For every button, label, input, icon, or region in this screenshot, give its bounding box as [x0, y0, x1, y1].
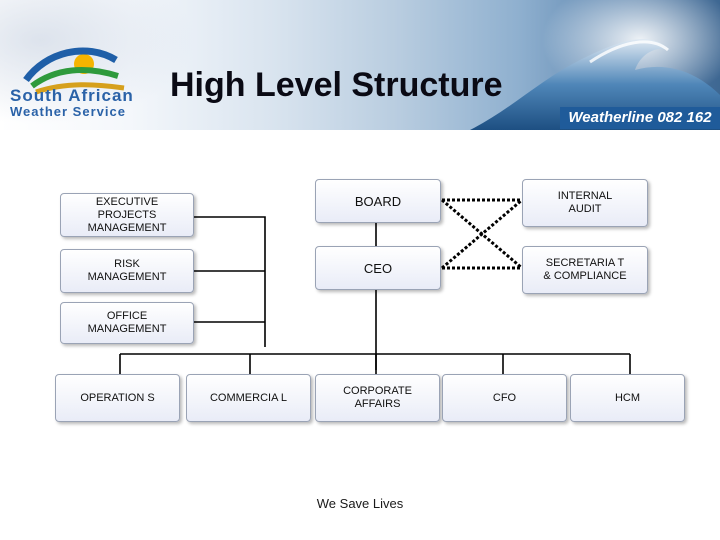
ceo-box: CEO	[315, 246, 441, 290]
slide-title: High Level Structure	[170, 66, 503, 104]
header-banner: South African Weather Service High Level…	[0, 0, 720, 130]
division-corporate-affairs-label: CORPORATE AFFAIRS	[343, 385, 412, 410]
division-hcm-box: HCM	[570, 374, 685, 422]
division-operations-box: OPERATION S	[55, 374, 180, 422]
division-cfo-label: CFO	[492, 391, 517, 404]
office-management-label: OFFICE MANAGEMENT	[87, 310, 167, 335]
division-commercial-label: COMMERCIA L	[209, 391, 287, 404]
logo-text-line2: Weather Service	[10, 104, 126, 119]
executive-projects-label: EXECUTIVE PROJECTS MANAGEMENT	[87, 195, 167, 234]
secretariat-box: SECRETARIA T & COMPLIANCE	[522, 246, 648, 294]
division-cfo-box: CFO	[442, 374, 567, 422]
weatherline-banner: Weatherline 082 162	[560, 107, 720, 129]
risk-management-box: RISK MANAGEMENT	[60, 249, 194, 293]
connector-executive	[194, 216, 266, 347]
dotted-reporting-lines	[441, 198, 523, 270]
footer-slogan: We Save Lives	[316, 496, 404, 511]
ceo-label: CEO	[363, 260, 393, 276]
logo-text-line1: South African	[10, 86, 134, 105]
internal-audit-label: INTERNAL AUDIT	[557, 190, 613, 215]
board-box: BOARD	[315, 179, 441, 223]
division-commercial-box: COMMERCIA L	[186, 374, 311, 422]
secretariat-label: SECRETARIA T & COMPLIANCE	[543, 257, 627, 282]
risk-management-label: RISK MANAGEMENT	[87, 258, 167, 283]
saws-logo-graphic	[23, 47, 125, 95]
division-corporate-affairs-box: CORPORATE AFFAIRS	[315, 374, 440, 422]
office-management-box: OFFICE MANAGEMENT	[60, 302, 194, 344]
internal-audit-box: INTERNAL AUDIT	[522, 179, 648, 227]
division-hcm-label: HCM	[614, 391, 641, 404]
board-label: BOARD	[354, 193, 402, 209]
division-operations-label: OPERATION S	[80, 391, 155, 404]
executive-projects-box: EXECUTIVE PROJECTS MANAGEMENT	[60, 193, 194, 237]
